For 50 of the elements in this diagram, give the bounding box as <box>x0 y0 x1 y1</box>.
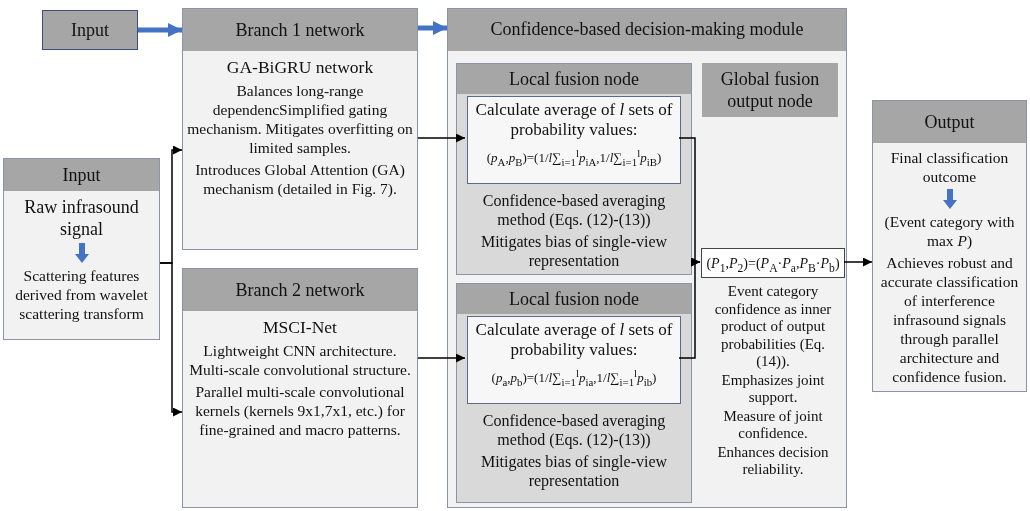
formula-box <box>467 96 681 184</box>
description-text: Enhances decision reliability. <box>716 443 830 479</box>
description-text: Confidence-based averaging method (Eqs. (12)-(13)) <box>481 411 667 449</box>
header-box <box>702 63 838 117</box>
panel-title: Input <box>4 159 159 191</box>
panel <box>3 158 160 340</box>
subtitle: GA-BiGRU network <box>225 56 375 78</box>
formula-text: Calculate average of l sets of probability values: <box>474 100 674 140</box>
description-text: Emphasizes joint support. <box>720 371 826 407</box>
body-text: Parallel multi-scale convolutional kernels (kernels 9x1,7x1, etc.) for fine-grained and macro patterns. <box>194 382 406 439</box>
arrow <box>159 262 183 417</box>
panel <box>182 268 418 508</box>
body-text: Raw infrasound signal <box>23 196 140 240</box>
description-text: Mitigates bias of single-view representation <box>479 452 669 490</box>
panel <box>872 100 1027 392</box>
formula-box <box>701 248 845 278</box>
module-panel <box>447 8 847 508</box>
body-text: Scattering features derived from wavelet scattering transform <box>14 266 149 323</box>
description-text: Event category confidence as inner product of output probabilities (Eq. (14)). <box>713 283 833 371</box>
body-text: Achieves robust and accurate classification of interference infrasound signals through parallel architecture and confidence fusion. <box>879 253 1020 386</box>
header-box <box>42 10 138 50</box>
panel-title: Output <box>873 101 1026 143</box>
subtitle: MSCI-Net <box>262 316 338 338</box>
formula-text: (p$_{A}$,p$_{B}$)=(1/l∑$_{i=1}$$^{l}$p$_{iA}$,1/l∑$_{i=1}$$^{l}$p$_{iB}$) <box>485 146 663 170</box>
box-title: Global fusion output node <box>719 68 821 112</box>
body-text: Introduces Global Attention (GA) mechanism (detailed in Fig. 7). <box>194 160 406 198</box>
panel-title: Branch 1 network <box>183 9 417 51</box>
description-text: Measure of joint confidence. <box>722 407 824 443</box>
panel <box>182 8 418 250</box>
body-text: Lightweight CNN architecture. Multi-scale convolutional structure. <box>188 341 412 379</box>
arrow <box>417 353 466 363</box>
description-text: Mitigates bias of single-view representation <box>479 232 669 270</box>
formula-text: (P$_{1}$,P$_{2}$)=(P$_{A}$·P$_{a}$,P$_{B}$·P$_{b}$) <box>705 255 841 277</box>
description-text: Confidence-based averaging method (Eqs. (12)-(13)) <box>481 191 667 229</box>
arrow <box>138 23 182 37</box>
formula-text: Calculate average of l sets of probability values: <box>474 320 674 360</box>
module-title: Confidence-based decision-making module <box>448 9 846 51</box>
fusion-panel <box>456 283 692 503</box>
formula-text: (p$_{a}$,p$_{b}$)=(1/l∑$_{i=1}$$^{l}$p$_{ia}$,1/l∑$_{i=1}$$^{l}$p$_{ib}$) <box>490 366 658 390</box>
panel-title: Branch 2 network <box>183 269 417 311</box>
body-text: (Event category with max P) <box>883 212 1016 250</box>
body-text: Final classification outcome <box>889 148 1010 186</box>
body-text: Balances long-range dependencSimplified gating mechanism. Mitigates overfitting on limited samples. <box>187 81 413 157</box>
panel-title: Local fusion node <box>457 64 691 94</box>
formula-box <box>467 316 681 404</box>
fusion-panel <box>456 63 692 275</box>
panel-title: Local fusion node <box>457 284 691 314</box>
arrow <box>418 21 447 35</box>
arrow <box>417 133 466 143</box>
box-title: Input <box>71 19 109 41</box>
